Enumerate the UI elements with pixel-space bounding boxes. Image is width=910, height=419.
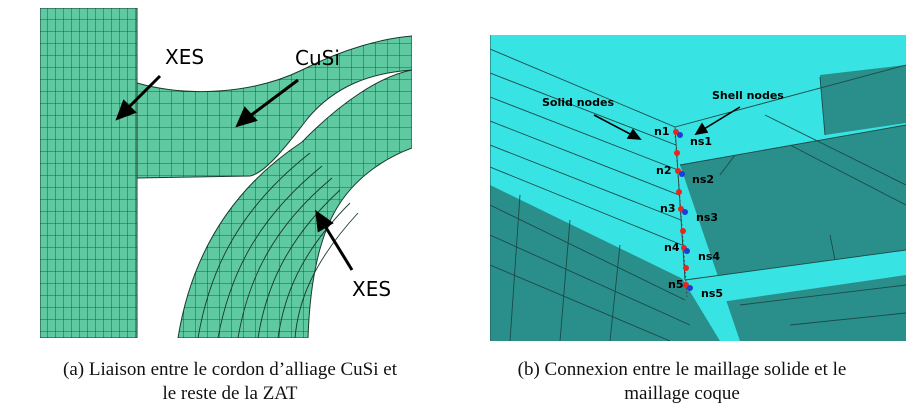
label-xes-top: XES	[165, 45, 204, 69]
arrowhead-xes-bottom	[315, 209, 334, 233]
arrow-solid-nodes	[593, 114, 633, 136]
cusi-weld-bead	[136, 35, 412, 179]
label-ns3: ns3	[696, 211, 718, 224]
node-ns1	[677, 132, 683, 138]
caption-b-line1: (b) Connexion entre le maillage solide e…	[517, 359, 847, 380]
label-solid-nodes: Solid nodes	[542, 96, 614, 109]
right-lower-dark	[830, 205, 906, 257]
arrowhead-xes-top	[115, 99, 137, 121]
label-ns4: ns4	[698, 250, 720, 263]
node-mid	[680, 228, 686, 234]
label-n1: n1	[654, 125, 670, 138]
arrow-xes-top	[126, 74, 162, 110]
label-ns2: ns2	[692, 173, 714, 186]
arrowhead-cusi	[235, 106, 258, 128]
label-n4: n4	[664, 241, 680, 254]
xes-vertical-plate	[40, 8, 138, 338]
label-cusi: CuSi	[295, 46, 340, 70]
panel-a-svg: XES CuSi XES	[40, 8, 412, 338]
label-n2: n2	[656, 164, 672, 177]
arrow-shell-nodes	[703, 106, 741, 130]
arrowhead-solid-nodes	[626, 128, 642, 140]
caption-b-line2: maillage coque	[624, 383, 740, 404]
node-ns5	[687, 285, 693, 291]
node-mid	[674, 150, 680, 156]
label-ns5: ns5	[701, 287, 723, 300]
label-ns1: ns1	[690, 135, 712, 148]
arrowhead-shell-nodes	[694, 122, 709, 136]
arrow-cusi	[249, 78, 299, 118]
node-ns2	[679, 171, 685, 177]
node-ns4	[684, 248, 690, 254]
panel-b-node-connection: n1 ns1 n2 ns2 n3 ns3 n4 ns4 n5 ns5 Solid…	[490, 35, 906, 341]
panel-a-mesh-diagram: XES CuSi XES	[40, 8, 412, 338]
arrow-xes-bottom	[323, 225, 354, 271]
node-mid	[676, 189, 682, 195]
panel-b-svg: n1 ns1 n2 ns2 n3 ns3 n4 ns4 n5 ns5 Solid…	[490, 35, 906, 341]
caption-b: (b) Connexion entre le maillage solide e…	[456, 358, 908, 406]
caption-a-line1: (a) Liaison entre le cordon d’alliage Cu…	[63, 359, 397, 380]
label-xes-bottom: XES	[352, 277, 391, 301]
label-n5: n5	[668, 278, 684, 291]
node-mid	[683, 265, 689, 271]
shell-side-face	[820, 65, 906, 135]
solid-floor-left	[490, 180, 720, 341]
solid-block-face	[490, 49, 685, 280]
label-n3: n3	[660, 202, 676, 215]
xes-curved-tube	[177, 69, 412, 338]
label-shell-nodes: Shell nodes	[712, 89, 784, 102]
caption-a-line2: le reste de la ZAT	[162, 383, 298, 404]
node-ns3	[682, 209, 688, 215]
caption-a: (a) Liaison entre le cordon d’alliage Cu…	[5, 358, 455, 406]
shell-lower-band	[685, 250, 906, 305]
